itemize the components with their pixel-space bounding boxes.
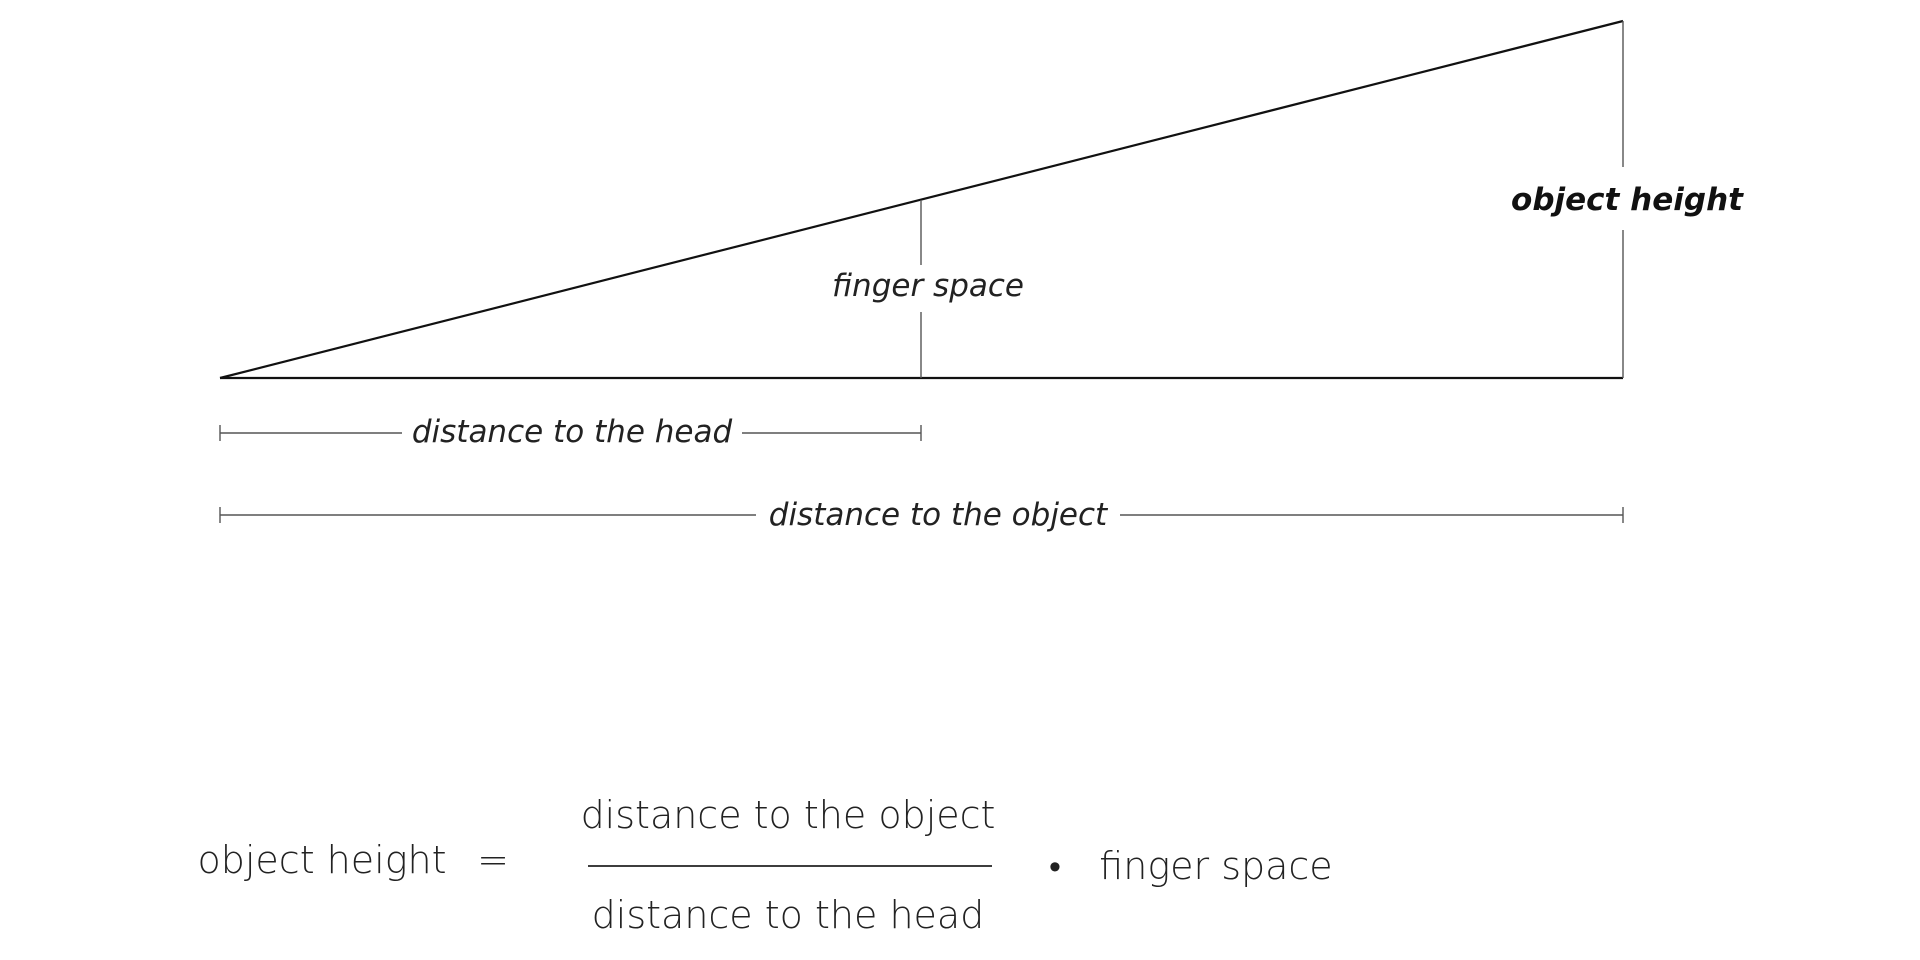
object-height-label: object height <box>1511 182 1744 218</box>
formula-numerator: distance to the object <box>581 793 996 837</box>
distance-to-head-label: distance to the head <box>412 414 733 450</box>
distance-to-object-label: distance to the object <box>769 497 1109 533</box>
formula: object height = distance to the object d… <box>198 793 1333 937</box>
formula-equals-sign: = <box>477 838 509 882</box>
formula-factor: finger space <box>1099 844 1332 888</box>
finger-space-label: finger space <box>832 268 1024 304</box>
triangle-hypotenuse <box>219 19 1624 380</box>
formula-denominator: distance to the head <box>592 893 985 937</box>
formula-multiply-dot: • <box>1049 847 1061 887</box>
formula-lhs: object height <box>198 838 447 882</box>
